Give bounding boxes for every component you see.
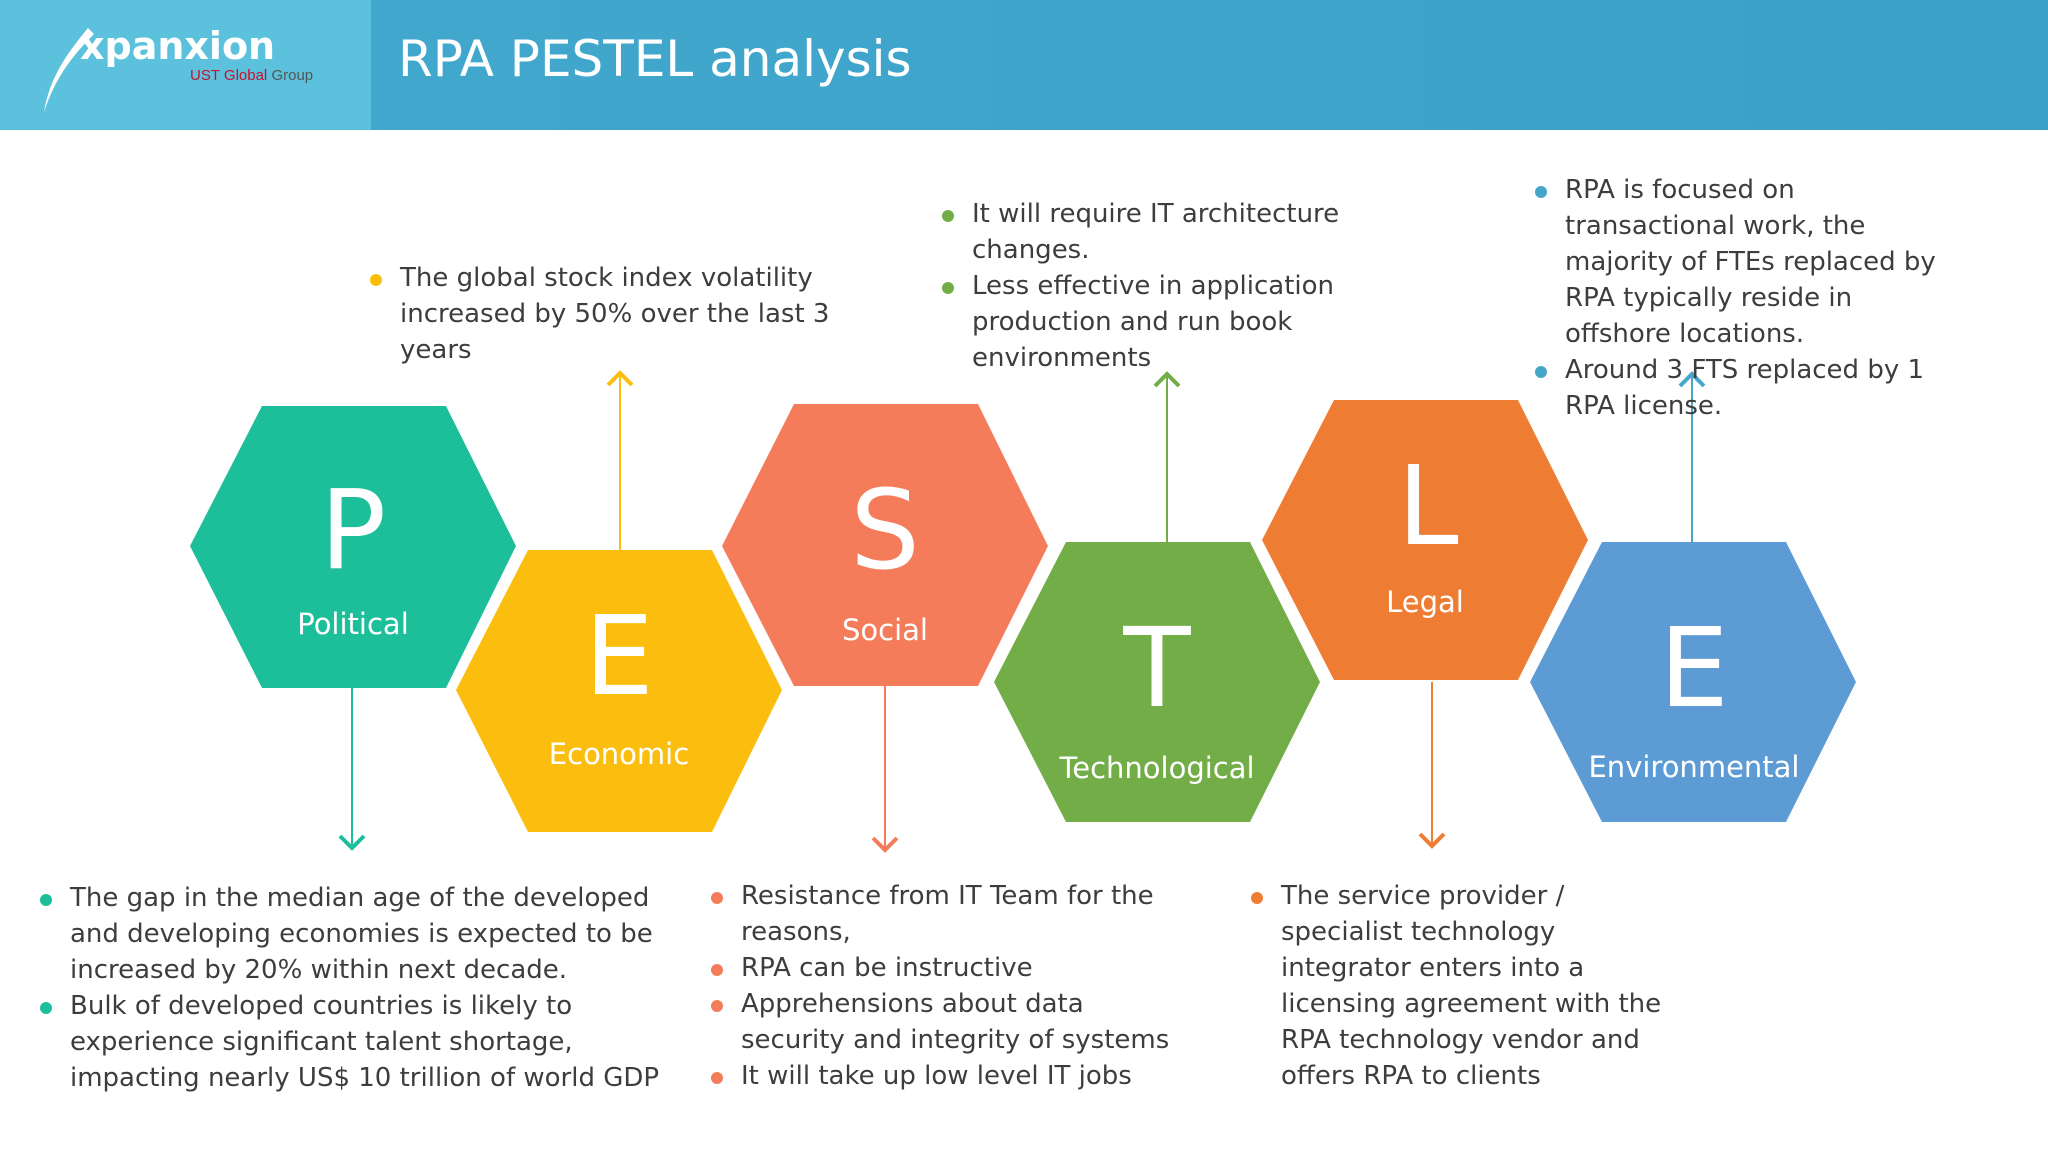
bullet-dot-icon xyxy=(942,210,954,222)
legal-notes: The service provider / specialist techno… xyxy=(1245,878,1685,1094)
hexagon-economic: E Economic xyxy=(456,550,782,832)
hexagon-political-letter: P xyxy=(320,466,386,594)
logo-sub-brand: UST Global xyxy=(190,67,268,84)
hexagon-social-letter: S xyxy=(850,466,920,594)
hexagon-technological-letter: T xyxy=(1122,604,1191,732)
hexagon-social-shape xyxy=(722,404,1048,686)
hexagon-political-label: Political xyxy=(297,607,409,641)
social-notes: Resistance from IT Team for the reasons,… xyxy=(705,878,1175,1094)
economic-notes: The global stock index volatility increa… xyxy=(364,260,904,368)
hexagon-environmental-label: Environmental xyxy=(1588,750,1799,784)
bullet-dot-icon xyxy=(711,892,723,904)
hexagon-economic-letter: E xyxy=(584,592,654,720)
technological-note-item: It will require IT architecture changes. xyxy=(936,196,1356,268)
technological-notes: It will require IT architecture changes.… xyxy=(936,196,1356,376)
environmental-notes: RPA is focused on transactional work, th… xyxy=(1529,172,1959,424)
hexagon-technological-shape xyxy=(994,542,1320,822)
environmental-note-item: RPA is focused on transactional work, th… xyxy=(1529,172,1959,352)
hexagon-political-shape xyxy=(190,406,516,688)
technological-note-item: Less effective in application production… xyxy=(936,268,1356,376)
hexagon-political: P Political xyxy=(190,406,516,688)
bullet-dot-icon xyxy=(711,964,723,976)
bullet-dot-icon xyxy=(711,1072,723,1084)
hexagon-social: S Social xyxy=(722,404,1048,686)
bullet-dot-icon xyxy=(40,894,52,906)
hexagon-environmental-letter: E xyxy=(1659,604,1729,732)
bullet-dot-icon xyxy=(942,282,954,294)
hexagon-environmental: E Environmental xyxy=(1530,542,1856,822)
logo: xpanxion UST Global Group xyxy=(0,0,371,130)
hexagon-social-label: Social xyxy=(842,613,928,647)
social-note-item: Resistance from IT Team for the reasons, xyxy=(705,878,1175,950)
hexagon-technological-label: Technological xyxy=(1058,751,1254,785)
bullet-dot-icon xyxy=(711,1000,723,1012)
page-title: RPA PESTEL analysis xyxy=(398,30,912,88)
header-bar: xpanxion UST Global Group RPA PESTEL ana… xyxy=(0,0,2048,130)
logo-wordmark: xpanxion xyxy=(80,24,276,68)
logo-swoosh-icon xyxy=(44,28,94,112)
bullet-dot-icon xyxy=(1535,366,1547,378)
political-note-item: The gap in the median age of the develop… xyxy=(34,880,674,988)
political-note-item: Bulk of developed countries is likely to… xyxy=(34,988,674,1096)
bullet-dot-icon xyxy=(1251,892,1263,904)
social-note-item: RPA can be instructive xyxy=(705,950,1175,986)
bullet-dot-icon xyxy=(370,274,382,286)
bullet-dot-icon xyxy=(40,1002,52,1014)
bullet-dot-icon xyxy=(1535,186,1547,198)
environmental-note-item: Around 3 FTS replaced by 1 RPA license. xyxy=(1529,352,1959,424)
hexagon-economic-shape xyxy=(456,550,782,832)
hexagon-legal-label: Legal xyxy=(1386,585,1464,619)
hexagon-legal: L Legal xyxy=(1262,400,1588,680)
social-note-item: It will take up low level IT jobs xyxy=(705,1058,1175,1094)
hexagon-legal-letter: L xyxy=(1397,442,1458,570)
legal-note-item: The service provider / specialist techno… xyxy=(1245,878,1685,1094)
economic-note-item: The global stock index volatility increa… xyxy=(364,260,904,368)
logo-sub-group: Group xyxy=(271,67,314,84)
logo-subtitle: UST Global Group xyxy=(190,67,313,84)
political-notes: The gap in the median age of the develop… xyxy=(34,880,674,1096)
hexagon-technological: T Technological xyxy=(994,542,1320,822)
hexagon-legal-shape xyxy=(1262,400,1588,680)
hexagon-economic-label: Economic xyxy=(549,737,689,771)
hexagon-environmental-shape xyxy=(1530,542,1856,822)
social-note-item: Apprehensions about data security and in… xyxy=(705,986,1175,1058)
